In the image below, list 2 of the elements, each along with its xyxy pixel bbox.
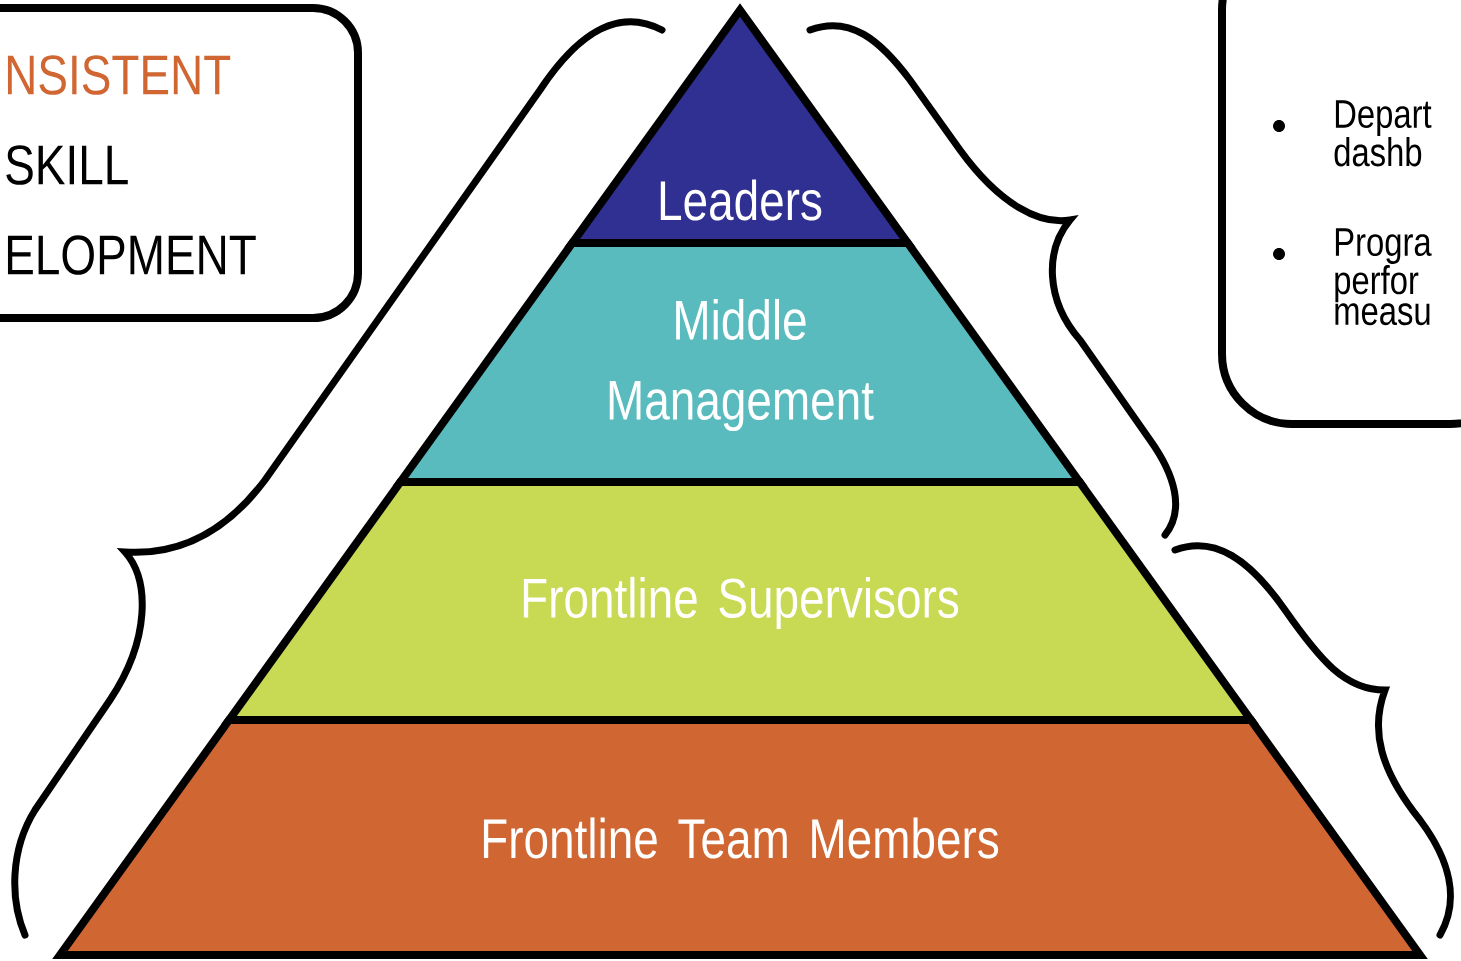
rounded-box: Depart dashb Progra perfor measu: [1218, 0, 1461, 428]
rounded-box: NSISTENT SKILL ELOPMENT: [0, 4, 362, 322]
